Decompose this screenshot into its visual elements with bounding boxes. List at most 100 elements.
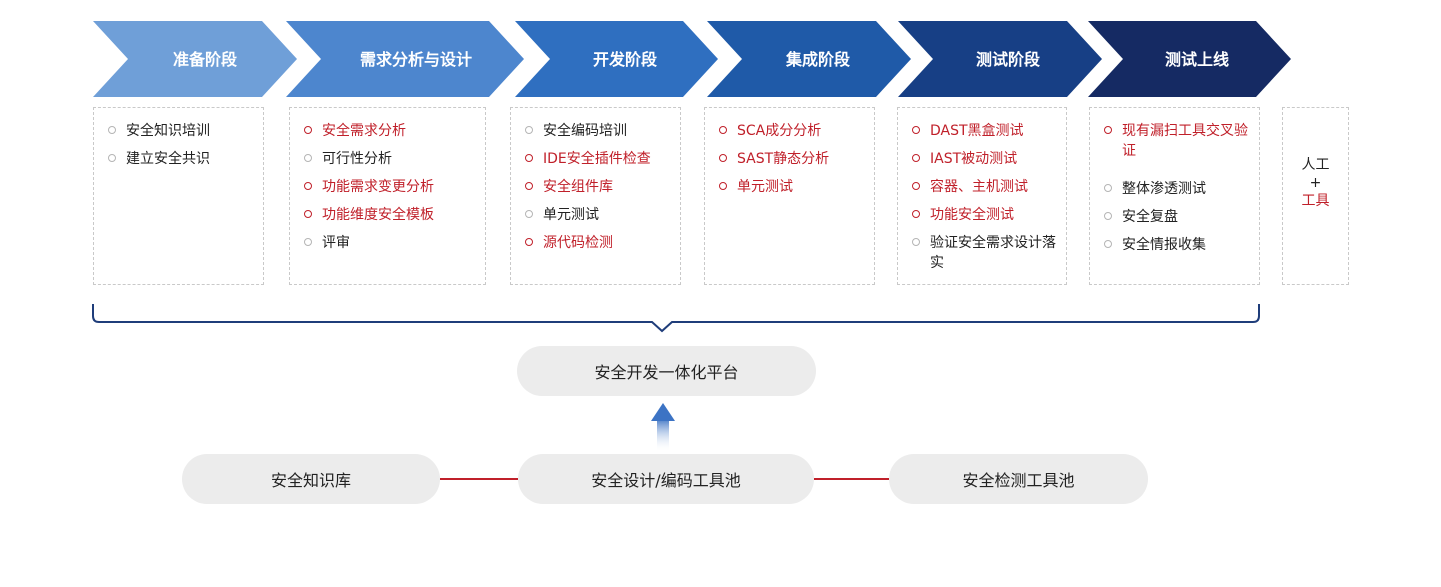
stage-item: 安全需求分析: [304, 121, 477, 141]
knowledge-base-pill: 安全知识库: [182, 454, 440, 504]
bullet-dot-icon: [304, 210, 312, 218]
stage-item: IDE安全插件检查: [525, 149, 672, 169]
stage-item-text: 整体渗透测试: [1122, 181, 1206, 197]
bullet-dot-icon: [1104, 240, 1112, 248]
stage-item-text: 安全编码培训: [543, 123, 627, 139]
stage-item-text: 建立安全共识: [126, 151, 210, 167]
stage-item-text: SCA成分分析: [737, 123, 822, 139]
knowledge-base-label: 安全知识库: [270, 471, 351, 490]
stage-chevron-4: [707, 21, 911, 97]
stage-item: SCA成分分析: [719, 121, 866, 141]
stage-item: 安全复盘: [1104, 207, 1251, 227]
stage-chevron-5: [898, 21, 1102, 97]
stage-item: 容器、主机测试: [912, 177, 1058, 197]
stage-item: 验证安全需求设计落实: [912, 233, 1058, 273]
stage-item-text: DAST黑盒测试: [930, 123, 1024, 139]
stage-chevrons: [93, 21, 1291, 97]
stage-item-text: IAST被动测试: [930, 151, 1018, 167]
stage-chevron-1: [93, 21, 297, 97]
bullet-dot-icon: [108, 126, 116, 134]
stage-item: IAST被动测试: [912, 149, 1058, 169]
side-box-line-3: 工具: [1301, 193, 1330, 209]
stage-item: 安全编码培训: [525, 121, 672, 141]
stage-item-text: 单元测试: [737, 179, 793, 195]
bullet-dot-icon: [304, 238, 312, 246]
stage-item-text: IDE安全插件检查: [543, 151, 651, 167]
stage-chevron-2: [286, 21, 524, 97]
bullet-dot-icon: [912, 210, 920, 218]
stage-item: 评审: [304, 233, 477, 253]
stage-box-3: 安全编码培训 IDE安全插件检查 安全组件库 单元测试 源代码检测: [510, 107, 681, 285]
stage-label-2: 需求分析与设计: [360, 50, 472, 69]
stage-box-6: 现有漏扫工具交叉验证 整体渗透测试 安全复盘 安全情报收集: [1089, 107, 1260, 285]
bullet-dot-icon: [304, 182, 312, 190]
bullet-dot-icon: [304, 126, 312, 134]
stage-item: 功能需求变更分析: [304, 177, 477, 197]
stage-labels: 准备阶段 需求分析与设计 开发阶段 集成阶段 测试阶段 测试上线: [173, 50, 1229, 69]
design-code-pool-pill: 安全设计/编码工具池: [518, 454, 814, 504]
stage-box-2: 安全需求分析 可行性分析 功能需求变更分析 功能维度安全模板 评审: [289, 107, 486, 285]
bullet-dot-icon: [1104, 126, 1112, 134]
stage-box-5: DAST黑盒测试 IAST被动测试 容器、主机测试 功能安全测试 验证安全需求设…: [897, 107, 1067, 285]
stage-item: 功能安全测试: [912, 205, 1058, 225]
stage-label-4: 集成阶段: [785, 50, 851, 69]
bullet-dot-icon: [304, 154, 312, 162]
detection-pool-label: 安全检测工具池: [962, 471, 1075, 490]
stage-label-5: 测试阶段: [976, 50, 1041, 69]
stage-label-3: 开发阶段: [593, 50, 658, 69]
bullet-dot-icon: [525, 126, 533, 134]
bullet-dot-icon: [719, 182, 727, 190]
side-box-plus: +: [1309, 175, 1322, 191]
bullet-dot-icon: [912, 126, 920, 134]
stage-item: 单元测试: [719, 177, 866, 197]
stage-item-text: 安全情报收集: [1122, 237, 1206, 253]
stage-item-text: 功能安全测试: [930, 207, 1014, 223]
bullet-dot-icon: [525, 182, 533, 190]
stage-item: 可行性分析: [304, 149, 477, 169]
bullet-dot-icon: [1104, 212, 1112, 220]
stage-item: DAST黑盒测试: [912, 121, 1058, 141]
bullet-dot-icon: [525, 154, 533, 162]
stage-item-text: 功能维度安全模板: [322, 207, 434, 223]
bullet-dot-icon: [1104, 184, 1112, 192]
platform-label: 安全开发一体化平台: [594, 363, 739, 382]
stage-item-text: SAST静态分析: [737, 151, 830, 167]
stage-label-1: 准备阶段: [173, 50, 238, 69]
bullet-dot-icon: [719, 126, 727, 134]
manual-plus-tools-box: 人工 + 工具: [1282, 107, 1349, 285]
bullet-dot-icon: [912, 154, 920, 162]
stage-item-text: 安全知识培训: [126, 123, 210, 139]
stage-item: 现有漏扫工具交叉验证: [1104, 121, 1251, 161]
bullet-dot-icon: [525, 210, 533, 218]
stage-item: 安全知识培训: [108, 121, 255, 141]
platform-pill: 安全开发一体化平台: [517, 346, 816, 396]
stage-item-text: 安全复盘: [1122, 209, 1178, 225]
bullet-dot-icon: [719, 154, 727, 162]
stage-item: 建立安全共识: [108, 149, 255, 169]
stage-item: SAST静态分析: [719, 149, 866, 169]
bullet-dot-icon: [108, 154, 116, 162]
stage-item: 整体渗透测试: [1104, 179, 1251, 199]
stage-item-text: 验证安全需求设计落实: [930, 235, 1056, 271]
design-code-pool-label: 安全设计/编码工具池: [591, 471, 741, 490]
stage-box-1: 安全知识培训 建立安全共识: [93, 107, 264, 285]
stage-item-text: 源代码检测: [543, 235, 613, 251]
stage-box-4: SCA成分分析 SAST静态分析 单元测试: [704, 107, 875, 285]
stage-item-text: 现有漏扫工具交叉验证: [1122, 123, 1248, 159]
stage-chevron-6: [1088, 21, 1291, 97]
bullet-dot-icon: [912, 238, 920, 246]
side-box-line-1: 人工: [1301, 157, 1330, 173]
up-arrow: [651, 403, 675, 452]
stage-label-6: 测试上线: [1165, 50, 1229, 69]
stage-item-text: 可行性分析: [322, 151, 392, 167]
stage-item: 安全组件库: [525, 177, 672, 197]
stage-item: 功能维度安全模板: [304, 205, 477, 225]
stage-item-text: 评审: [322, 235, 350, 251]
stage-item-text: 安全需求分析: [322, 123, 406, 139]
stage-item-text: 容器、主机测试: [930, 179, 1028, 195]
stage-chevron-3: [515, 21, 718, 97]
stage-item: 源代码检测: [525, 233, 672, 253]
stage-item-text: 单元测试: [543, 207, 599, 223]
bullet-dot-icon: [525, 238, 533, 246]
